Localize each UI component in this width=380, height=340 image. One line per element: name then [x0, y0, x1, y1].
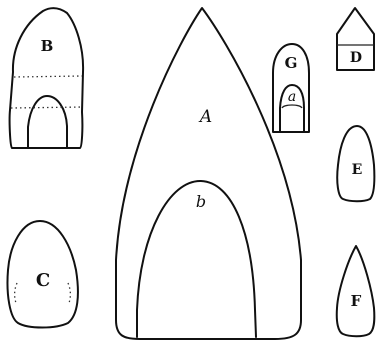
figure-b-dotted-line-upper — [14, 76, 82, 77]
figure-g: G a — [273, 44, 309, 132]
figure-d-label: D — [350, 50, 362, 66]
figure-c: C — [7, 221, 77, 328]
figure-a: A b — [116, 8, 301, 339]
figure-b-inner-arch — [28, 96, 67, 147]
figure-b: B — [10, 8, 83, 148]
figure-g-cap-band — [282, 105, 302, 108]
figure-f: F — [337, 246, 375, 336]
figure-g-label: G — [285, 54, 298, 72]
figure-e: E — [337, 126, 374, 201]
figure-c-dotted-left — [15, 283, 17, 303]
figure-b-label: B — [41, 37, 54, 55]
figure-b-outline — [10, 8, 83, 148]
figure-a-outline — [116, 8, 301, 339]
figure-a-inner-label: b — [196, 192, 206, 211]
figure-d: D — [337, 8, 374, 70]
figure-g-inner-label: a — [288, 89, 296, 105]
figure-b-dotted-line-lower — [11, 107, 83, 108]
figure-a-label: A — [198, 107, 212, 127]
figure-c-dotted-right — [68, 283, 70, 303]
figure-e-label: E — [352, 162, 363, 178]
figure-f-label: F — [351, 292, 362, 310]
figure-c-label: C — [36, 270, 50, 291]
